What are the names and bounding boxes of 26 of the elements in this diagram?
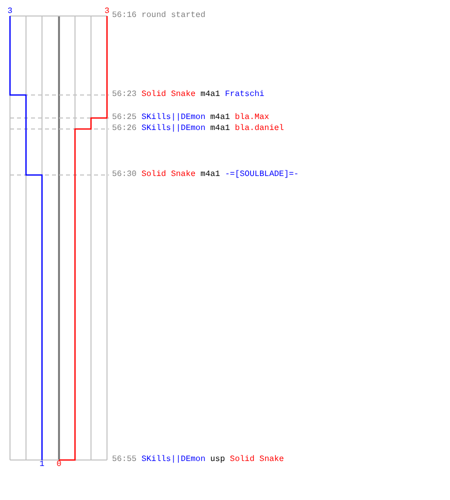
player-name: bla.daniel [234, 124, 284, 134]
timestamp: 56:25 [112, 113, 137, 123]
weapon-name: m4a1 [210, 124, 230, 134]
event-text: round started [141, 11, 206, 21]
timestamp: 56:23 [112, 90, 137, 100]
weapon-name: usp [210, 455, 226, 465]
weapon-name: m4a1 [210, 113, 230, 123]
player-name: Solid Snake [141, 90, 196, 100]
player-name: -=[SOULBLADE]=- [225, 170, 299, 180]
timestamp: 56:55 [112, 455, 137, 465]
player-name: SKills||DEmon [141, 113, 206, 123]
timestamp: 56:30 [112, 170, 137, 180]
player-name: Solid Snake [141, 170, 196, 180]
player-name: Solid Snake [230, 455, 284, 465]
player-name: SKills||DEmon [141, 124, 206, 134]
player-name: Fratschi [225, 90, 264, 100]
count-label: 3 [104, 7, 110, 17]
count-label: 1 [40, 460, 44, 470]
player-name: SKills||DEmon [141, 455, 206, 465]
count-label: 3 [8, 7, 12, 17]
weapon-name: m4a1 [200, 170, 220, 180]
timestamp: 56:26 [112, 124, 137, 134]
weapon-name: m4a1 [200, 90, 220, 100]
timestamp: 56:16 [112, 11, 137, 21]
count-label: 0 [56, 460, 62, 470]
player-name: bla.Max [234, 113, 270, 123]
